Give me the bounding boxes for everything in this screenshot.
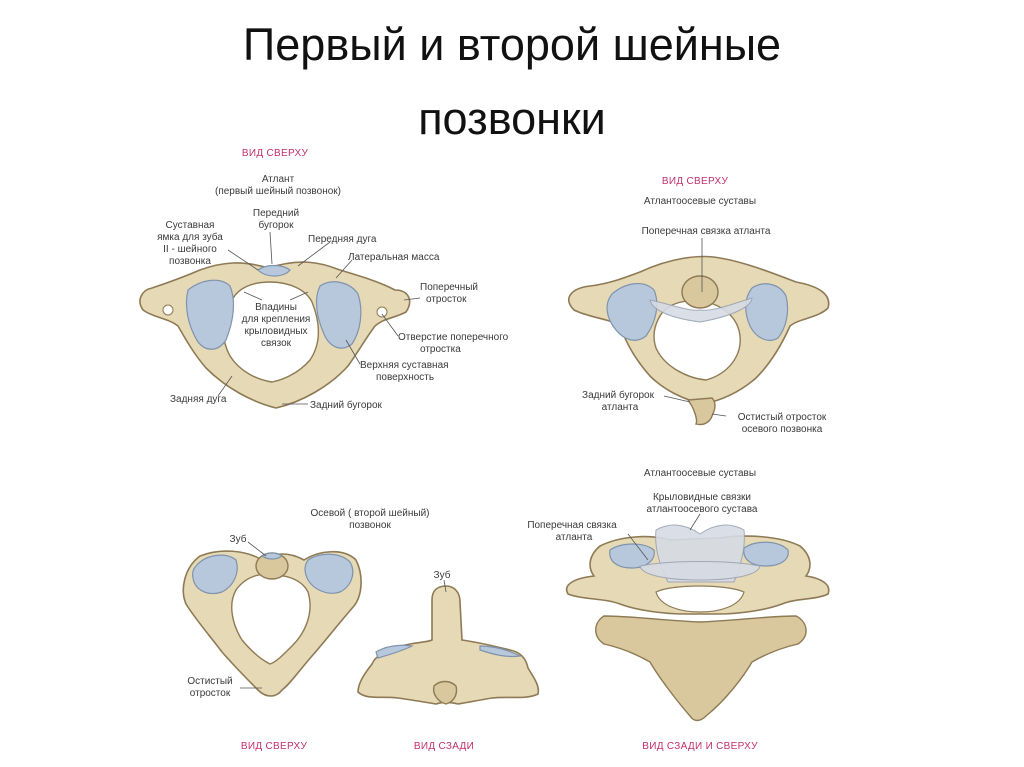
joint-top-axis-spinous — [686, 397, 716, 426]
label-pits-line1: Впадины — [255, 302, 297, 313]
axis-spinous-line1: Остистый — [187, 676, 232, 687]
joint-top-post-tub-line2: атланта — [602, 402, 639, 413]
joint-back-transverse-ligament — [639, 561, 761, 581]
label-pits-line3: крыловидных — [244, 326, 307, 337]
label-posterior-arch: Задняя дуга — [170, 394, 227, 405]
label-anterior-tubercle-line2: бугорок — [259, 219, 295, 231]
label-fovea-line3: II - шейного — [163, 244, 217, 255]
label-transverse-foramen-line2: отростка — [420, 344, 461, 355]
joint-back-left-facet — [609, 543, 655, 569]
joint-top-transverse-ligament-label: Поперечная связка атланта — [642, 226, 771, 237]
axis-back-spinous — [432, 680, 458, 705]
axis-back-right-facet — [479, 645, 522, 658]
axis-back-bone — [357, 585, 540, 705]
label-transverse-foramen-line1: Отверстие поперечного — [398, 332, 509, 343]
label-transverse-process-line2: отросток — [426, 294, 467, 305]
atlas-name-line1: Атлант — [262, 174, 295, 185]
slide-title-line1: Первый и второй шейные — [242, 19, 782, 70]
axis-back-view-label: ВИД СЗАДИ — [414, 741, 474, 752]
axis-name-line2: позвонок — [349, 520, 391, 531]
axis-back-dens-label: Зуб — [434, 569, 451, 581]
joint-top-left-facet — [606, 283, 658, 341]
joint-back-alar-line2: атлантоосевого сустава — [647, 504, 758, 515]
joint-back-transverse-line1: Поперечная связка — [527, 520, 617, 531]
axis-back-view: Зуб ВИД СЗАДИ — [357, 569, 540, 752]
atlas-vertebral-foramen — [222, 281, 320, 383]
axis-left-facet — [192, 554, 238, 595]
joint-top-spinous-line2: осевого позвонка — [742, 424, 823, 435]
axis-dens-label: Зуб — [230, 533, 247, 545]
joint-top-right-facet — [745, 283, 789, 341]
label-superior-facet-line1: Верхняя суставная — [360, 360, 449, 371]
joint-top-post-tub-line1: Задний бугорок — [582, 389, 655, 401]
axis-spinous-line2: отросток — [190, 688, 231, 699]
label-lateral-mass: Латеральная масса — [348, 252, 440, 263]
joint-back-transverse-line2: атланта — [556, 532, 593, 543]
label-pits-line2: для крепления — [242, 314, 311, 325]
atlas-right-transverse-foramen — [376, 306, 388, 318]
atlas-left-transverse-foramen — [162, 304, 174, 316]
axis-back-left-facet — [375, 644, 414, 659]
label-posterior-tubercle: Задний бугорок — [310, 399, 383, 411]
joint-top-view-label: ВИД СВЕРХУ — [662, 176, 729, 187]
label-fovea-line1: Суставная — [166, 220, 215, 231]
label-transverse-process-line1: Поперечный — [420, 282, 478, 293]
axis-name-line1: Осевой ( второй шейный) — [311, 508, 430, 519]
label-anterior-arch: Передняя дуга — [308, 234, 377, 245]
slide-title-line2: позвонки — [418, 93, 606, 144]
axis-top-view: Осевой ( второй шейный) позвонок Зуб Ост… — [182, 508, 430, 752]
joint-top-spinous-line1: Остистый отросток — [738, 412, 827, 423]
axis-right-facet — [304, 553, 354, 594]
atlas-dens-fovea — [257, 264, 291, 277]
label-pits-line4: связок — [261, 338, 292, 349]
joint-back-alar-line1: Крыловидные связки — [653, 492, 751, 503]
atlas-left-facet — [185, 279, 235, 350]
label-fovea-line2: ямка для зуба — [157, 231, 223, 243]
joint-back-joints-label: Атлантоосевые суставы — [644, 468, 756, 479]
joint-top-dens — [681, 275, 719, 309]
joint-top-view: ВИД СВЕРХУ Атлантоосевые суставы Попереч… — [568, 176, 830, 435]
joint-back-view-label: ВИД СЗАДИ И СВЕРХУ — [642, 741, 758, 752]
atlas-name-line2: (первый шейный позвонок) — [215, 186, 341, 197]
label-superior-facet-line2: поверхность — [376, 372, 434, 383]
joint-back-axis — [595, 615, 807, 722]
atlas-top-view: ВИД СВЕРХУ Атлант (первый шейный позвоно… — [139, 148, 509, 411]
joint-top-transverse-ligament — [649, 297, 753, 323]
joint-top-joints-label: Атлантоосевые суставы — [644, 196, 756, 207]
label-fovea-line4: позвонка — [169, 256, 211, 267]
joint-back-view: Атлантоосевые суставы Крыловидные связки… — [527, 468, 830, 752]
axis-dens-facet — [260, 552, 284, 560]
axis-view-label: ВИД СВЕРХУ — [241, 741, 308, 752]
label-anterior-tubercle-line1: Передний — [253, 208, 299, 219]
atlas-view-label: ВИД СВЕРХУ — [242, 148, 309, 159]
atlas-right-facet — [315, 281, 362, 349]
joint-back-canal — [655, 585, 745, 613]
joint-back-right-facet — [743, 541, 789, 567]
